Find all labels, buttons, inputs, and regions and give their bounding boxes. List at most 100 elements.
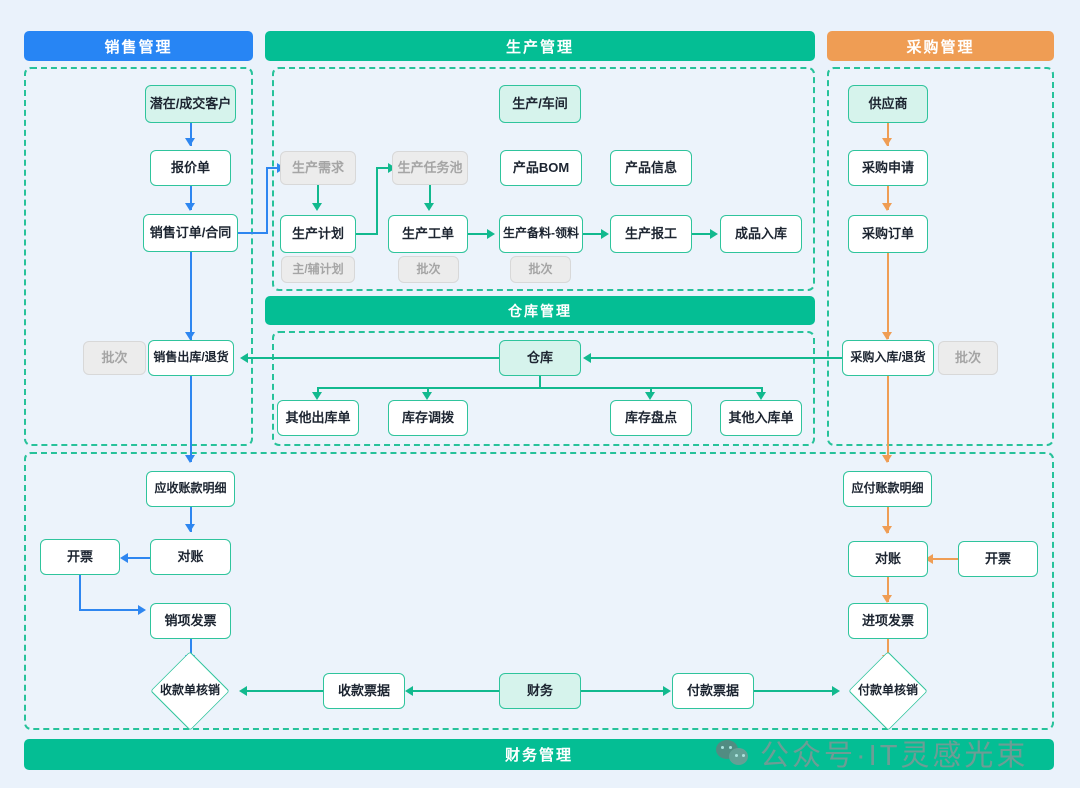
node-finished-goods-inbound[interactable]: 成品入库 <box>720 215 802 253</box>
node-ar-detail[interactable]: 应收账款明细 <box>146 471 235 507</box>
connector-order-to-demand-v <box>266 168 268 234</box>
chip-batch-prepare-pick[interactable]: 批次 <box>510 256 571 283</box>
arrowhead-bus-transfer <box>422 392 432 400</box>
node-production-plan[interactable]: 生产计划 <box>280 215 356 253</box>
section-header-production: 生产管理 <box>265 31 815 61</box>
connector-input-invoice-to-payment-writeoff <box>887 639 889 661</box>
node-payment-document[interactable]: 付款票据 <box>672 673 754 709</box>
node-inventory-transfer[interactable]: 库存调拨 <box>388 400 468 436</box>
node-product-bom[interactable]: 产品BOM <box>500 150 582 186</box>
connector-outbound-to-ar <box>190 376 192 462</box>
arrowhead-finance-to-receipt-doc <box>405 686 413 696</box>
node-purchase-requisition[interactable]: 采购申请 <box>848 150 928 186</box>
node-finance-center[interactable]: 财务 <box>499 673 581 709</box>
connector-plan-to-taskpool-h2 <box>376 167 390 169</box>
arrowhead-inbound-to-ap <box>882 455 892 463</box>
section-header-purchase: 采购管理 <box>827 31 1054 61</box>
node-ar-invoicing[interactable]: 开票 <box>40 539 120 575</box>
node-sales-order[interactable]: 销售订单/合同 <box>143 214 238 252</box>
node-receipt-writeoff[interactable]: 收款单核销 <box>140 651 240 731</box>
node-other-inbound[interactable]: 其他入库单 <box>720 400 802 436</box>
connector-finance-to-payment-doc <box>581 690 667 692</box>
connector-report-to-finished <box>692 233 715 235</box>
node-quotation[interactable]: 报价单 <box>150 150 231 186</box>
connector-invoice-to-output-v <box>79 575 81 610</box>
node-other-outbound[interactable]: 其他出库单 <box>277 400 359 436</box>
arrowhead-taskpool-to-workorder <box>424 203 434 211</box>
arrowhead-prepare-to-report <box>601 229 609 239</box>
connector-customer-to-quotation <box>190 123 192 146</box>
arrowhead-demand-to-plan <box>312 203 322 211</box>
node-potential-customer[interactable]: 潜在/成交客户 <box>145 85 236 123</box>
chip-main-sub-plan[interactable]: 主/辅计划 <box>281 256 355 283</box>
node-sales-outbound[interactable]: 销售出库/退货 <box>148 340 234 376</box>
arrowhead-po-to-inbound <box>882 332 892 340</box>
zone-sales <box>24 67 253 446</box>
connector-bus-drop-stocktake <box>650 387 652 396</box>
arrowhead-ar-recon-to-invoice <box>120 553 128 563</box>
connector-bus-drop-other-out <box>317 387 319 396</box>
arrowhead-report-to-finished <box>710 229 718 239</box>
node-payment-writeoff[interactable]: 付款单核销 <box>838 651 938 731</box>
arrowhead-order-to-outbound <box>185 332 195 340</box>
arrowhead-invoice-to-output <box>138 605 146 615</box>
arrowhead-bus-stocktake <box>645 392 655 400</box>
arrowhead-outbound-to-ar <box>185 455 195 463</box>
connector-bus-drop-other-in <box>761 387 763 396</box>
connector-ap-to-recon <box>887 507 889 533</box>
connector-plan-to-taskpool-v <box>376 167 378 235</box>
node-report-work[interactable]: 生产报工 <box>610 215 692 253</box>
arrowhead-purchase-inbound-to-warehouse <box>583 353 591 363</box>
node-ap-reconciliation[interactable]: 对账 <box>848 541 928 577</box>
node-input-invoice[interactable]: 进项发票 <box>848 603 928 639</box>
arrowhead-ap-invoice-to-recon <box>925 554 933 564</box>
node-supplier[interactable]: 供应商 <box>848 85 928 123</box>
arrowhead-customer-to-quotation <box>185 138 195 146</box>
node-warehouse[interactable]: 仓库 <box>499 340 581 376</box>
node-work-order[interactable]: 生产工单 <box>388 215 468 253</box>
arrowhead-workorder-to-prepare <box>487 229 495 239</box>
connector-ar-recon-to-invoice <box>126 557 152 559</box>
node-production-workshop[interactable]: 生产/车间 <box>499 85 581 123</box>
section-header-finance: 财务管理 <box>24 739 1054 770</box>
chip-batch-work-order[interactable]: 批次 <box>398 256 459 283</box>
connector-ap-invoice-to-recon <box>929 558 959 560</box>
node-output-invoice[interactable]: 销项发票 <box>150 603 231 639</box>
section-header-sales: 销售管理 <box>24 31 253 61</box>
node-purchase-inbound[interactable]: 采购入库/退货 <box>842 340 934 376</box>
connector-order-to-outbound <box>190 252 192 340</box>
connector-invoice-to-output-h <box>79 609 143 611</box>
node-product-info[interactable]: 产品信息 <box>610 150 692 186</box>
node-receipt-document[interactable]: 收款票据 <box>323 673 405 709</box>
connector-inbound-to-ap <box>887 376 889 462</box>
node-prepare-pick-material[interactable]: 生产备料-领料 <box>499 215 583 253</box>
connector-purchase-inbound-to-warehouse <box>588 357 842 359</box>
connector-order-to-demand-h1 <box>238 232 268 234</box>
connector-warehouse-bus-left <box>318 387 540 389</box>
zone-purchase <box>827 67 1054 446</box>
arrowhead-ap-recon-to-input-invoice <box>882 595 892 603</box>
connector-demand-to-plan <box>317 185 319 207</box>
arrowhead-bus-other-out <box>312 392 322 400</box>
arrowhead-finance-to-payment-doc <box>663 686 671 696</box>
connector-bus-drop-transfer <box>427 387 429 396</box>
arrowhead-quotation-to-order <box>185 203 195 211</box>
node-inventory-stocktake[interactable]: 库存盘点 <box>610 400 692 436</box>
node-ar-reconciliation[interactable]: 对账 <box>150 539 231 575</box>
node-task-pool[interactable]: 生产任务池 <box>392 151 468 185</box>
node-purchase-order[interactable]: 采购订单 <box>848 215 928 253</box>
connector-warehouse-bus-stem <box>539 376 541 388</box>
arrowhead-requisition-to-po <box>882 203 892 211</box>
node-ap-detail[interactable]: 应付账款明细 <box>843 471 932 507</box>
arrowhead-supplier-to-requisition <box>882 138 892 146</box>
connector-output-to-receipt-writeoff <box>190 639 192 661</box>
chip-batch-sales-outbound[interactable]: 批次 <box>83 341 146 375</box>
node-production-demand[interactable]: 生产需求 <box>280 151 356 185</box>
node-ap-invoicing[interactable]: 开票 <box>958 541 1038 577</box>
chip-batch-purchase-inbound[interactable]: 批次 <box>938 341 998 375</box>
arrowhead-receipt-doc-to-writeoff <box>239 686 247 696</box>
section-header-warehouse: 仓库管理 <box>265 296 815 325</box>
connector-warehouse-to-sales-outbound <box>244 357 501 359</box>
connector-po-to-inbound <box>887 253 889 339</box>
